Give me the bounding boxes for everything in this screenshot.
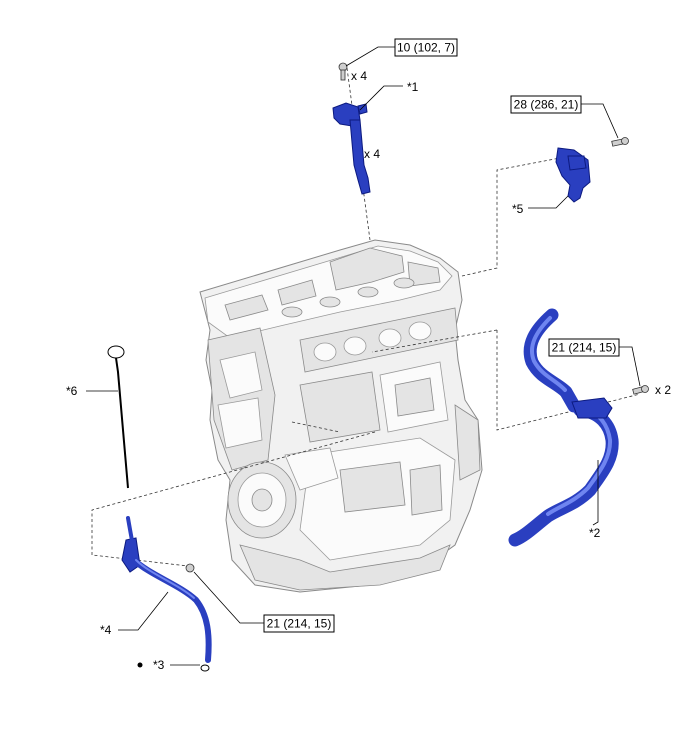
part-3-marker	[137, 662, 143, 668]
ignition-coil-part	[332, 62, 371, 195]
qty-hose-bolt: x 2	[655, 383, 671, 397]
callout-part-4: *4	[100, 623, 112, 637]
torque-spec-part2: 21 (214, 15)	[548, 338, 620, 357]
callout-part-5: *5	[512, 202, 524, 216]
torque-spec-part5: 28 (286, 21)	[510, 95, 582, 114]
torque-spec-part5-text: 28 (286, 21)	[514, 98, 579, 112]
qty-coil-bolt: x 4	[351, 69, 367, 83]
qty-ignition-coil: x 4	[364, 147, 380, 161]
torque-spec-ignition-coil: 10 (102, 7)	[394, 38, 458, 57]
part-5-bracket	[555, 137, 629, 203]
part-2-hose	[508, 308, 649, 547]
torque-spec-part4: 21 (214, 15)	[263, 614, 335, 633]
callout-part-6: *6	[66, 384, 78, 398]
engine-block-illustration	[199, 239, 483, 593]
part-4-dipstick-guide	[121, 516, 212, 672]
torque-spec-part2-text: 21 (214, 15)	[552, 341, 617, 355]
callout-part-3: *3	[153, 658, 165, 672]
torque-spec-part4-text: 21 (214, 15)	[267, 617, 332, 631]
torque-spec-ignition-coil-text: 10 (102, 7)	[397, 41, 455, 55]
callout-part-2: *2	[589, 526, 601, 540]
callout-part-1: *1	[407, 80, 419, 94]
leader-lines	[86, 46, 641, 666]
part-6-dipstick	[107, 345, 129, 489]
